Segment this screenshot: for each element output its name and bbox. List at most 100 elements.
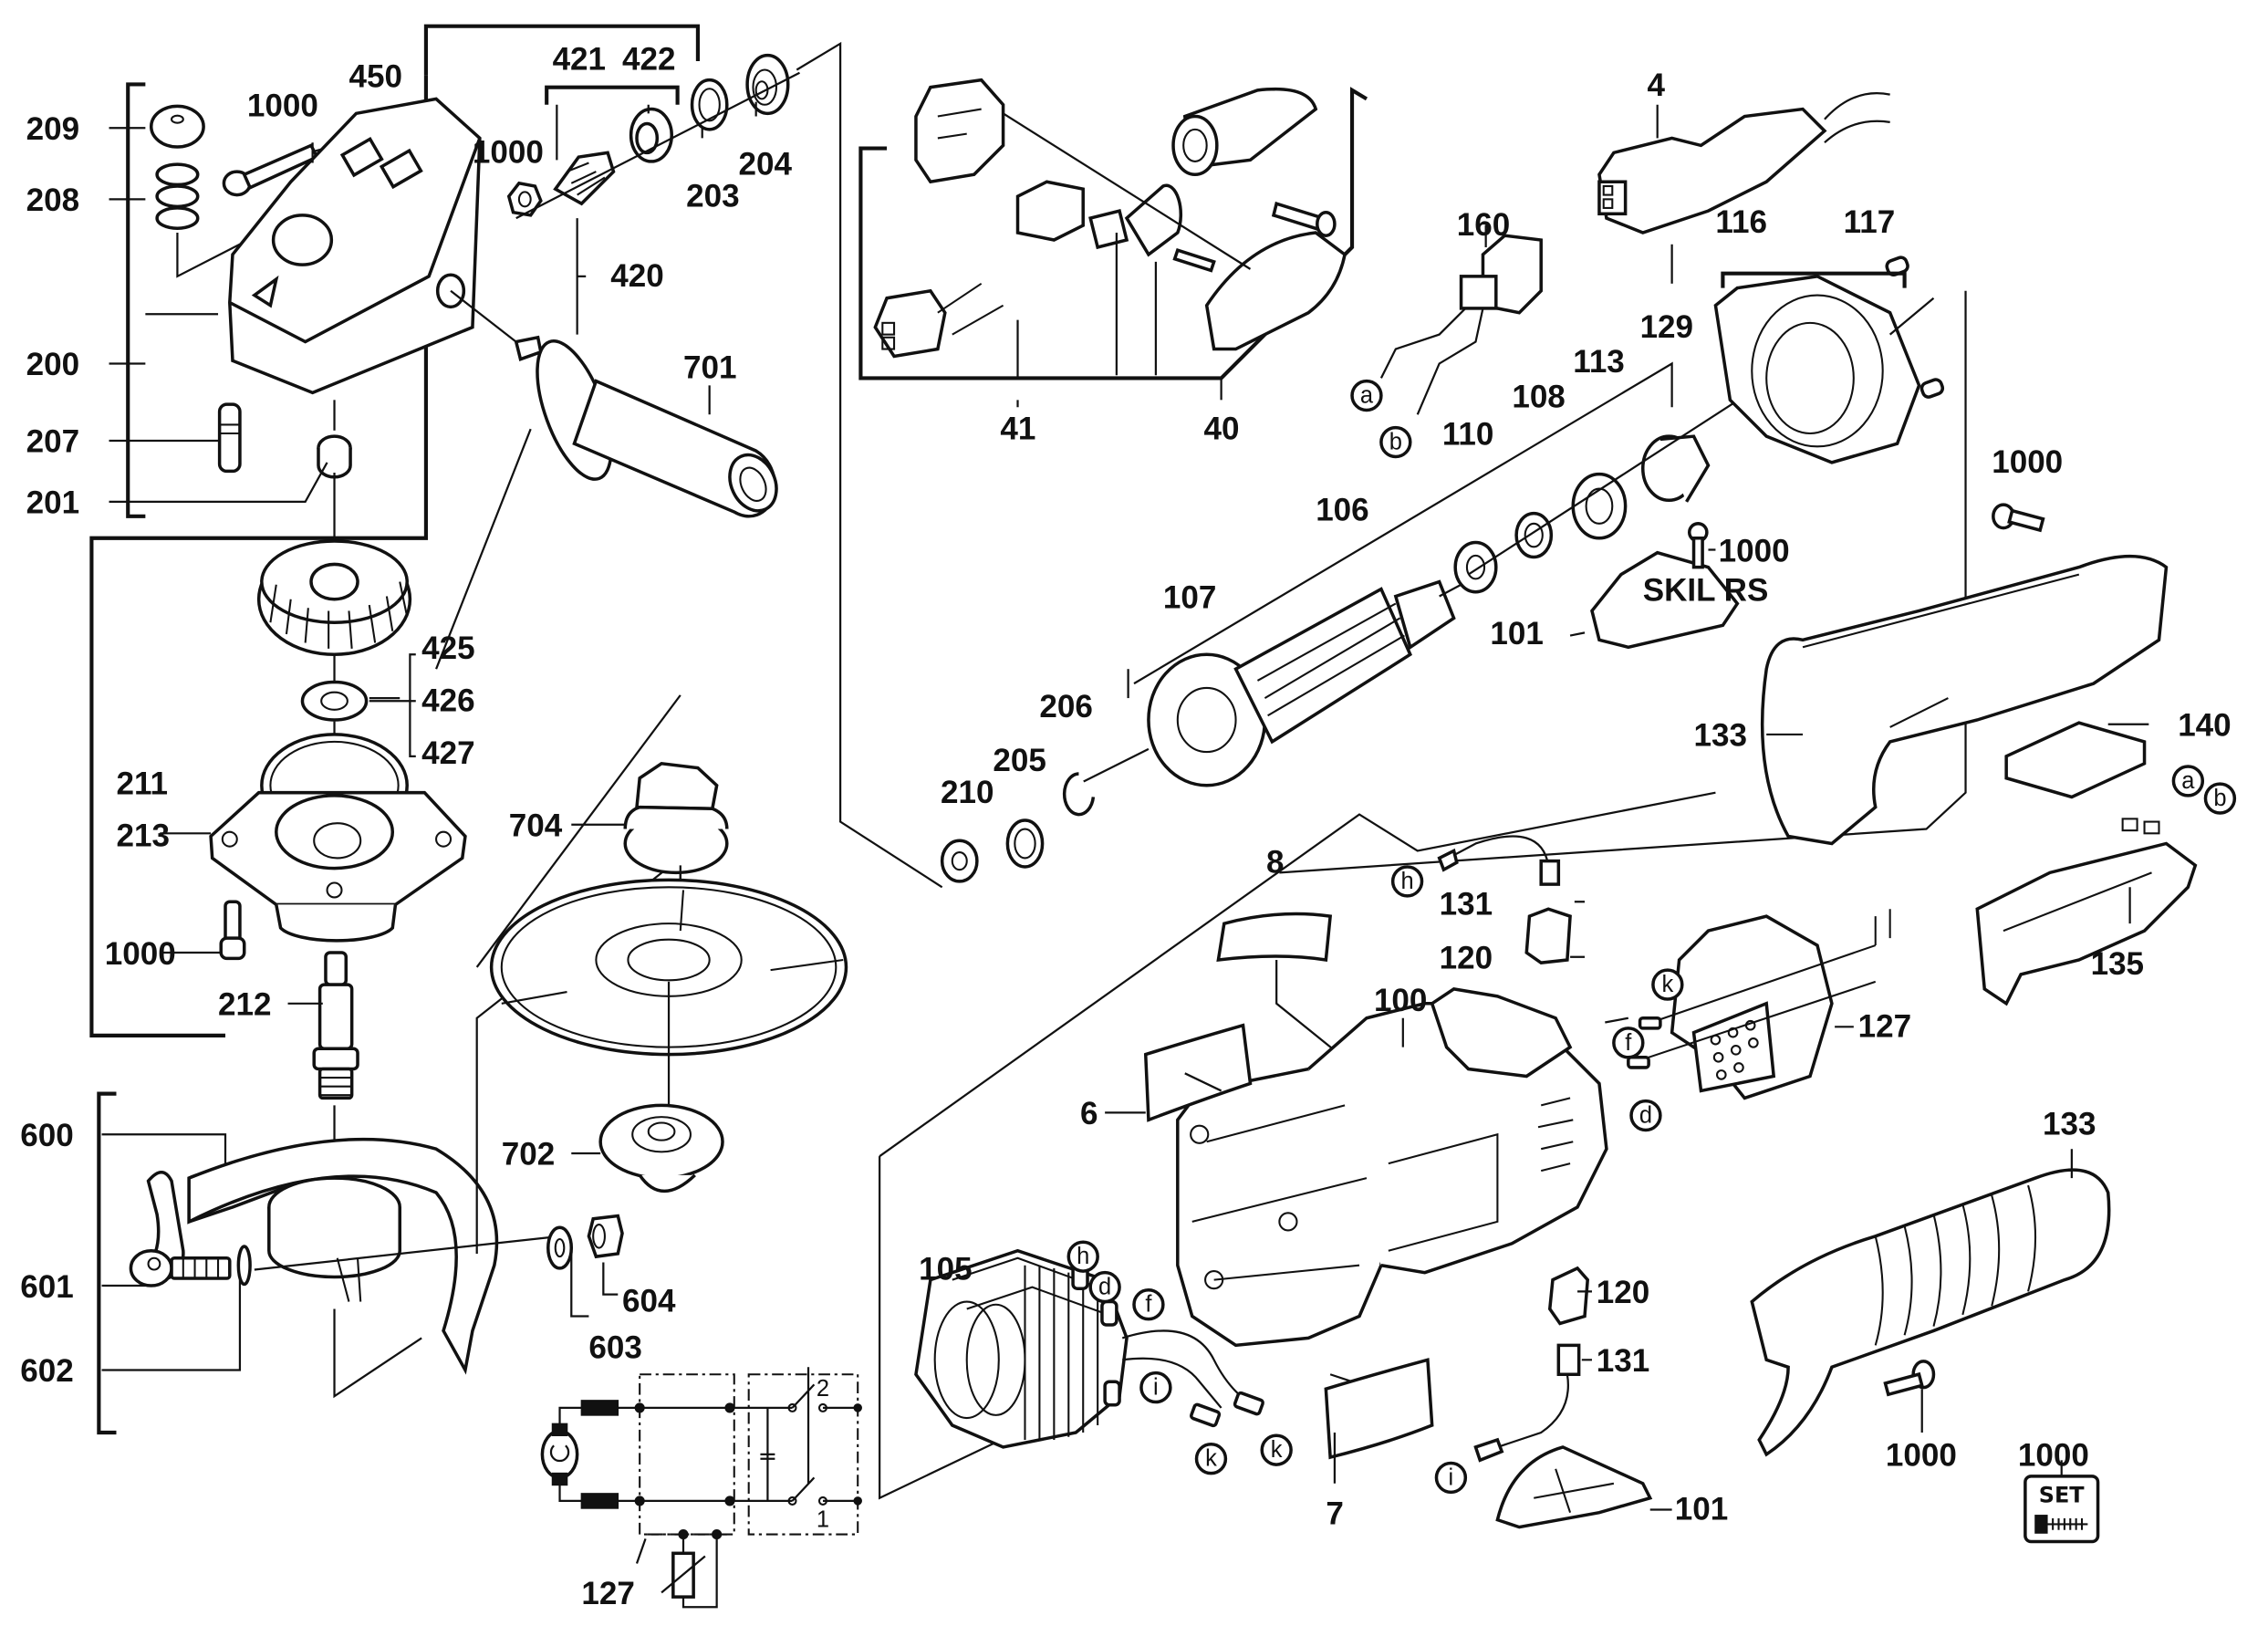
screw-1000-handle-bottom	[1883, 1360, 1936, 1397]
label-120-bottom[interactable]: 120	[1597, 1275, 1649, 1310]
crown-gear	[256, 539, 412, 657]
label-101-bottom[interactable]: 101	[1675, 1492, 1728, 1527]
label-209[interactable]: 209	[26, 111, 79, 147]
connector-a-right: a	[2171, 765, 2205, 797]
label-425[interactable]: 425	[421, 631, 474, 666]
electronics-127	[1627, 909, 1891, 1100]
label-200[interactable]: 200	[26, 347, 79, 382]
svg-text:i: i	[1153, 1375, 1159, 1401]
label-107[interactable]: 107	[1163, 579, 1216, 615]
label-101-top[interactable]: 101	[1490, 616, 1543, 651]
label-702[interactable]: 702	[502, 1137, 555, 1173]
svg-text:b: b	[1389, 430, 1402, 455]
label-40[interactable]: 40	[1203, 411, 1239, 446]
label-131-top[interactable]: 131	[1440, 887, 1493, 922]
label-205[interactable]: 205	[993, 743, 1046, 778]
label-206[interactable]: 206	[1039, 689, 1092, 724]
screw-brush	[1172, 201, 1337, 273]
svg-text:d: d	[1098, 1275, 1111, 1300]
label-427[interactable]: 427	[421, 735, 474, 771]
label-1000-flange[interactable]: 1000	[105, 936, 176, 972]
part-labels: 209 1000 450 421 422 1000 203 204 208 42…	[20, 42, 2231, 1612]
label-140[interactable]: 140	[2178, 708, 2231, 744]
label-120-top[interactable]: 120	[1440, 941, 1493, 976]
label-602[interactable]: 602	[20, 1353, 73, 1389]
label-110[interactable]: 110	[1442, 417, 1494, 453]
brush-housing-left	[914, 78, 1005, 184]
label-100[interactable]: 100	[1374, 983, 1427, 1018]
label-420[interactable]: 420	[610, 258, 663, 294]
bearing-flange-213	[209, 790, 467, 943]
label-leaders	[101, 101, 2149, 1511]
gear-housing-200	[228, 97, 517, 395]
label-8	[1216, 912, 1368, 1078]
motor-group-frame	[879, 791, 1716, 1500]
label-133-bottom[interactable]: 133	[2043, 1106, 2096, 1141]
leader-704-top	[475, 694, 681, 968]
brush-cap	[1171, 87, 1318, 177]
stator-105	[914, 1248, 1264, 1449]
label-113[interactable]: 113	[1573, 344, 1625, 380]
label-421[interactable]: 421	[553, 42, 606, 78]
label-450[interactable]: 450	[349, 59, 401, 95]
label-211[interactable]: 211	[116, 766, 168, 801]
label-600[interactable]: 600	[20, 1118, 73, 1153]
foam-140	[2004, 721, 2147, 799]
label-203[interactable]: 203	[686, 178, 739, 214]
label-116[interactable]: 116	[1715, 204, 1767, 240]
label-127-schematic[interactable]: 127	[581, 1576, 634, 1611]
label-701[interactable]: 701	[683, 349, 736, 385]
cap-209	[149, 104, 205, 149]
label-6[interactable]: 6	[1080, 1096, 1098, 1131]
label-1000-top[interactable]: 1000	[247, 89, 318, 124]
side-handle-701	[514, 335, 778, 518]
label-131-bottom[interactable]: 131	[1597, 1343, 1649, 1379]
label-160[interactable]: 160	[1457, 207, 1510, 243]
screw-set-badge[interactable]: SET	[2024, 1460, 2100, 1544]
label-208[interactable]: 208	[26, 182, 79, 218]
label-210[interactable]: 210	[941, 775, 994, 810]
label-603[interactable]: 603	[588, 1330, 641, 1366]
label-7[interactable]: 7	[1326, 1496, 1343, 1531]
label-426[interactable]: 426	[421, 683, 474, 718]
label-108[interactable]: 108	[1512, 379, 1565, 414]
ring-129	[1641, 434, 1711, 503]
nut-604	[587, 1214, 624, 1259]
label-4[interactable]: 4	[1648, 68, 1666, 103]
label-135[interactable]: 135	[2091, 946, 2144, 982]
svg-text:i: i	[1449, 1464, 1454, 1490]
label-129[interactable]: 129	[1640, 309, 1693, 345]
label-8[interactable]: 8	[1266, 844, 1284, 880]
label-41[interactable]: 41	[1000, 411, 1035, 446]
label-105[interactable]: 105	[919, 1252, 972, 1287]
set-badge-text: SET	[2039, 1483, 2086, 1508]
label-207[interactable]: 207	[26, 424, 79, 460]
bracket-425-427	[369, 653, 416, 757]
label-601[interactable]: 601	[20, 1269, 73, 1305]
connector-h-stator: h	[1066, 1240, 1099, 1273]
connector-b-left: b	[1379, 425, 1412, 459]
label-1000-handle[interactable]: 1000	[1992, 444, 2063, 480]
label-422[interactable]: 422	[622, 42, 675, 78]
washer-603	[546, 1225, 574, 1270]
label-704[interactable]: 704	[509, 808, 563, 843]
label-201[interactable]: 201	[26, 485, 79, 521]
bracket-200-group	[126, 82, 146, 518]
label-117[interactable]: 117	[1844, 204, 1896, 240]
label-212[interactable]: 212	[218, 987, 271, 1023]
spring-208	[155, 162, 200, 230]
label-106[interactable]: 106	[1316, 493, 1368, 528]
label-1000-handle-screw[interactable]: 1000	[1886, 1438, 1957, 1474]
label-133-top[interactable]: 133	[1694, 718, 1747, 754]
label-1000-set[interactable]: 1000	[2018, 1438, 2089, 1474]
label-127[interactable]: 127	[1858, 1008, 1911, 1044]
spindle-212	[312, 951, 359, 1100]
label-213[interactable]: 213	[116, 818, 169, 854]
plug-120-lower	[1547, 1266, 1590, 1326]
label-1000-cover[interactable]: 1000	[1719, 533, 1790, 568]
svg-text:a: a	[1360, 383, 1374, 409]
label-204[interactable]: 204	[739, 146, 793, 182]
label-604[interactable]: 604	[622, 1284, 676, 1319]
switch-pos-2: 2	[817, 1376, 829, 1402]
label-1000-nut[interactable]: 1000	[473, 135, 544, 171]
